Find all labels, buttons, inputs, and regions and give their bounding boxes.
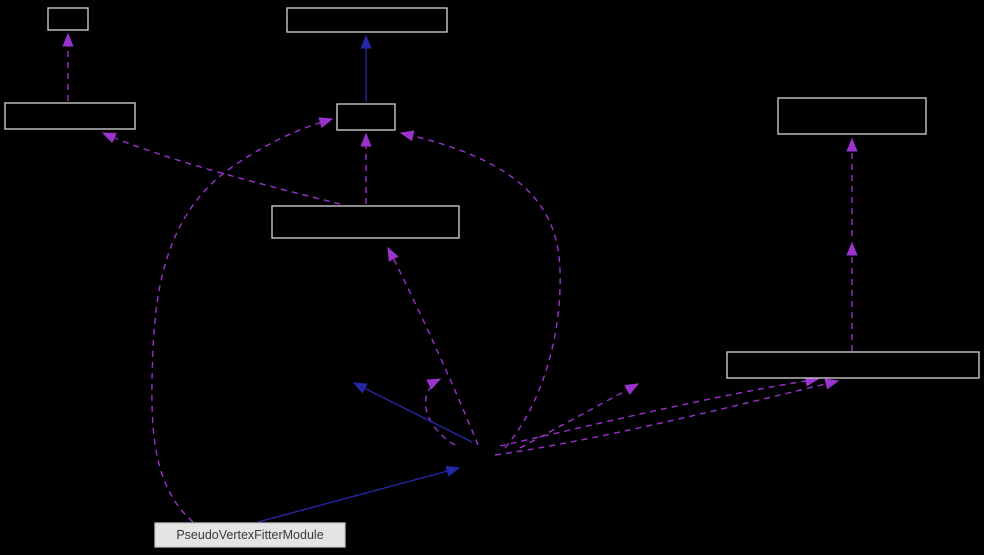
node-middle[interactable] [271,205,460,239]
edge-middle-to-left-dashed [101,132,341,205]
node-top-center[interactable] [286,7,448,33]
edge-main-solid-a [257,465,461,523]
edge-main-to-rightlower-dashed-2 [494,378,840,456]
main-node-label: PseudoVertexFitterModule [176,528,323,542]
edge-hook-dashed [424,378,456,446]
node-top-left[interactable] [47,7,89,31]
edge-main-to-rightlower-dashed-1 [499,375,820,447]
node-right-top[interactable] [777,97,927,135]
edge-main-to-middle-dashed [387,246,479,446]
edge-main-midright-dashed [519,383,640,449]
node-left[interactable] [4,102,136,130]
node-right-lower[interactable] [726,351,980,379]
edge-main-to-centersmall-right-curve-dashed [399,130,561,449]
node-main[interactable] [154,522,346,548]
node-center-small[interactable] [336,103,396,131]
edge-main-to-centersmall-left-curve-dashed [151,117,334,523]
edge-main-solid-b [352,382,473,443]
